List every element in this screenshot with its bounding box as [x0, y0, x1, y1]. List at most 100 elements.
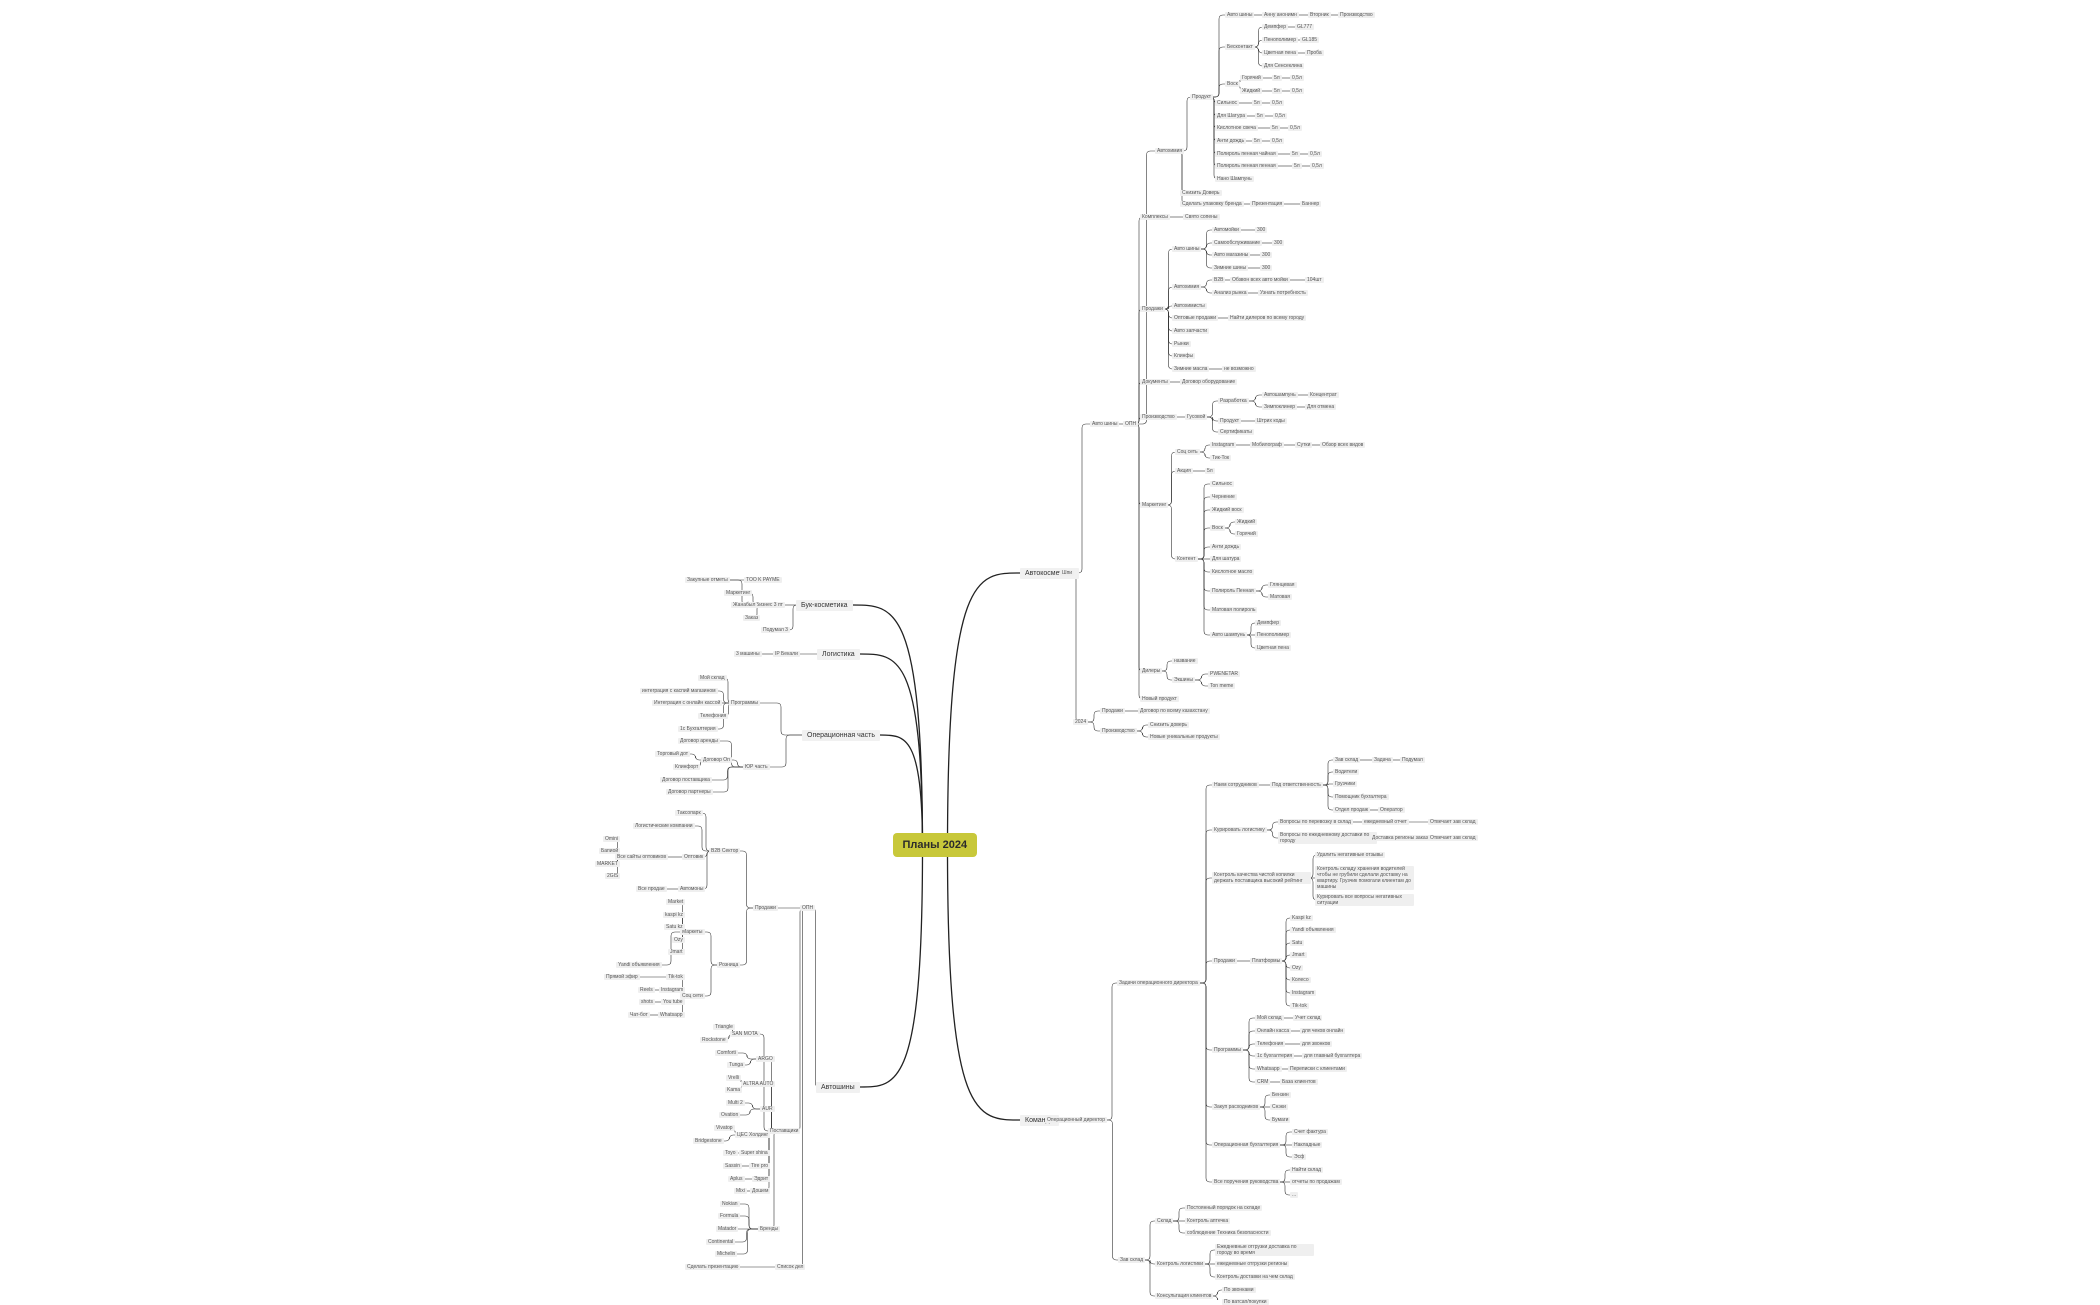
- topic-node[interactable]: 0,5л: [1290, 75, 1304, 81]
- topic-node[interactable]: 5л: [1292, 163, 1302, 169]
- topic-node[interactable]: Снэки: [1270, 1104, 1288, 1110]
- topic-node[interactable]: интеграция с каспий магазином: [640, 688, 718, 694]
- topic-node[interactable]: не возможно: [1222, 366, 1256, 372]
- topic-node[interactable]: Sassin: [723, 1163, 743, 1169]
- topic-node[interactable]: 5л: [1255, 113, 1265, 119]
- topic-node[interactable]: Экшины: [1172, 677, 1195, 683]
- topic-node[interactable]: Разработка: [1218, 398, 1249, 404]
- topic-node[interactable]: Воск: [1210, 525, 1225, 531]
- topic-node[interactable]: Штрих коды: [1255, 418, 1287, 424]
- topic-node[interactable]: Шпи: [1060, 570, 1075, 576]
- topic-node[interactable]: отчеты по продажам: [1290, 1179, 1342, 1185]
- topic-node[interactable]: Зимпоклинер: [1262, 404, 1298, 410]
- topic-node[interactable]: 0,5л: [1308, 151, 1322, 157]
- topic-node[interactable]: Гусовой: [1185, 414, 1208, 420]
- topic-node[interactable]: Доставка регионы заказы: [1370, 835, 1434, 841]
- topic-node[interactable]: Reels: [638, 987, 655, 993]
- topic-node[interactable]: B2B: [1212, 277, 1226, 283]
- topic-node[interactable]: Платформы: [1250, 958, 1283, 964]
- topic-node[interactable]: Кислотное свеча: [1215, 125, 1258, 131]
- topic-node[interactable]: Договор по всему казахстану: [1138, 708, 1210, 714]
- topic-node[interactable]: Контроль складу хранения водителей чтобы…: [1315, 866, 1414, 890]
- topic-node[interactable]: Список дел: [775, 1264, 806, 1270]
- topic-node[interactable]: Водители: [1333, 769, 1360, 775]
- topic-node[interactable]: Поставщики: [768, 1128, 801, 1134]
- topic-node[interactable]: Телефония: [698, 713, 729, 719]
- topic-node[interactable]: Сертификаты: [1218, 429, 1254, 435]
- topic-node[interactable]: Постоянный порядок на складе: [1185, 1205, 1263, 1211]
- topic-node[interactable]: Производство: [1140, 414, 1177, 420]
- topic-node[interactable]: Nokian: [720, 1201, 740, 1207]
- topic-node[interactable]: Отдел продаж: [1333, 807, 1371, 813]
- topic-node[interactable]: AUR: [760, 1106, 775, 1112]
- topic-node[interactable]: Производство: [1100, 728, 1137, 734]
- topic-node[interactable]: 0,5л: [1270, 138, 1284, 144]
- topic-node[interactable]: 2GIS: [605, 873, 621, 879]
- topic-node[interactable]: Полироль пенная пенная: [1215, 163, 1278, 169]
- topic-node[interactable]: Накладные: [1292, 1142, 1323, 1148]
- topic-node[interactable]: Самообслуживание: [1212, 240, 1263, 246]
- topic-node[interactable]: Бензин: [1270, 1092, 1291, 1098]
- topic-node[interactable]: Подумал: [1400, 757, 1425, 763]
- topic-node[interactable]: Под ответственность: [1270, 782, 1323, 788]
- topic-node[interactable]: ЮР часть: [743, 764, 770, 770]
- topic-node[interactable]: Снизить доверь: [1148, 722, 1189, 728]
- topic-node[interactable]: Консультация клиентов: [1155, 1293, 1214, 1299]
- topic-node[interactable]: 5л: [1270, 125, 1280, 131]
- topic-node[interactable]: Авто шины: [1172, 246, 1202, 252]
- topic-node[interactable]: Jmart: [1290, 952, 1307, 958]
- topic-node[interactable]: Наем сотрудников: [1212, 782, 1259, 788]
- topic-node[interactable]: Мой склад: [698, 675, 727, 681]
- topic-node[interactable]: Сделать упаковку бренда: [1180, 201, 1244, 207]
- topic-node[interactable]: Программы: [1212, 1047, 1244, 1053]
- topic-node[interactable]: Маркетинг: [724, 590, 753, 596]
- topic-node[interactable]: Удалить негативные отзывы: [1315, 852, 1385, 858]
- topic-node[interactable]: Производство: [1338, 12, 1375, 18]
- topic-node[interactable]: Найти склад: [1290, 1167, 1324, 1173]
- topic-node[interactable]: Все поручения руководства: [1212, 1179, 1281, 1185]
- topic-node[interactable]: Для Шатура: [1215, 113, 1248, 119]
- topic-node[interactable]: B2B Сектор: [709, 848, 741, 854]
- topic-node[interactable]: Ozy: [672, 937, 685, 943]
- topic-node[interactable]: Снизить Доверь: [1180, 190, 1222, 196]
- root-topic[interactable]: Планы 2024: [892, 833, 978, 857]
- topic-node[interactable]: Все продае: [636, 886, 667, 892]
- topic-node[interactable]: MARKET: [595, 861, 620, 867]
- topic-node[interactable]: Продажи: [753, 905, 778, 911]
- topic-node[interactable]: Маркетинг: [1140, 502, 1169, 508]
- topic-node[interactable]: Колесо: [1290, 977, 1311, 983]
- topic-node[interactable]: Телефония: [1255, 1041, 1286, 1047]
- topic-node[interactable]: Задача: [1372, 757, 1393, 763]
- topic-node[interactable]: Tik-tok: [666, 974, 685, 980]
- topic-node[interactable]: Анти дождь: [1215, 138, 1247, 144]
- topic-node[interactable]: Эдрит: [752, 1176, 771, 1182]
- topic-node[interactable]: Vivatop: [714, 1125, 735, 1131]
- topic-node[interactable]: Логистические компании: [633, 823, 695, 829]
- topic-node[interactable]: Все сайты оптовиков: [615, 854, 668, 860]
- topic-node[interactable]: Матовая полироль: [1210, 607, 1258, 613]
- topic-node[interactable]: 5л: [1272, 75, 1282, 81]
- topic-node[interactable]: ALTRA AUTO: [741, 1081, 776, 1087]
- topic-node[interactable]: Команда: [1020, 1114, 1059, 1126]
- topic-node[interactable]: Проба: [1305, 50, 1324, 56]
- topic-node[interactable]: Свято сопены: [1183, 214, 1220, 220]
- topic-node[interactable]: Дилеры: [1140, 668, 1163, 674]
- topic-node[interactable]: 0,5л: [1310, 163, 1324, 169]
- topic-node[interactable]: Продукт: [1218, 418, 1241, 424]
- topic-node[interactable]: Ovation: [719, 1112, 741, 1118]
- topic-node[interactable]: Цветная пена: [1255, 645, 1291, 651]
- topic-node[interactable]: Узнать потребность: [1258, 290, 1308, 296]
- topic-node[interactable]: ОПН: [1123, 421, 1139, 427]
- topic-node[interactable]: Ton meme: [1208, 683, 1236, 689]
- topic-node[interactable]: Новый продукт: [1140, 696, 1179, 702]
- topic-node[interactable]: ...: [1290, 1192, 1299, 1198]
- topic-node[interactable]: Super shina: [739, 1150, 770, 1156]
- topic-node[interactable]: Соц сети: [680, 993, 705, 999]
- topic-node[interactable]: По звонками: [1222, 1287, 1256, 1293]
- topic-node[interactable]: Rockstone: [700, 1037, 728, 1043]
- topic-node[interactable]: Операционная бухгалтерия: [1212, 1142, 1281, 1148]
- topic-node[interactable]: Жанабыл: [731, 602, 758, 608]
- topic-node[interactable]: Подумал 3: [761, 627, 790, 633]
- topic-node[interactable]: Comforti: [715, 1050, 738, 1056]
- topic-node[interactable]: Горячий: [1240, 75, 1263, 81]
